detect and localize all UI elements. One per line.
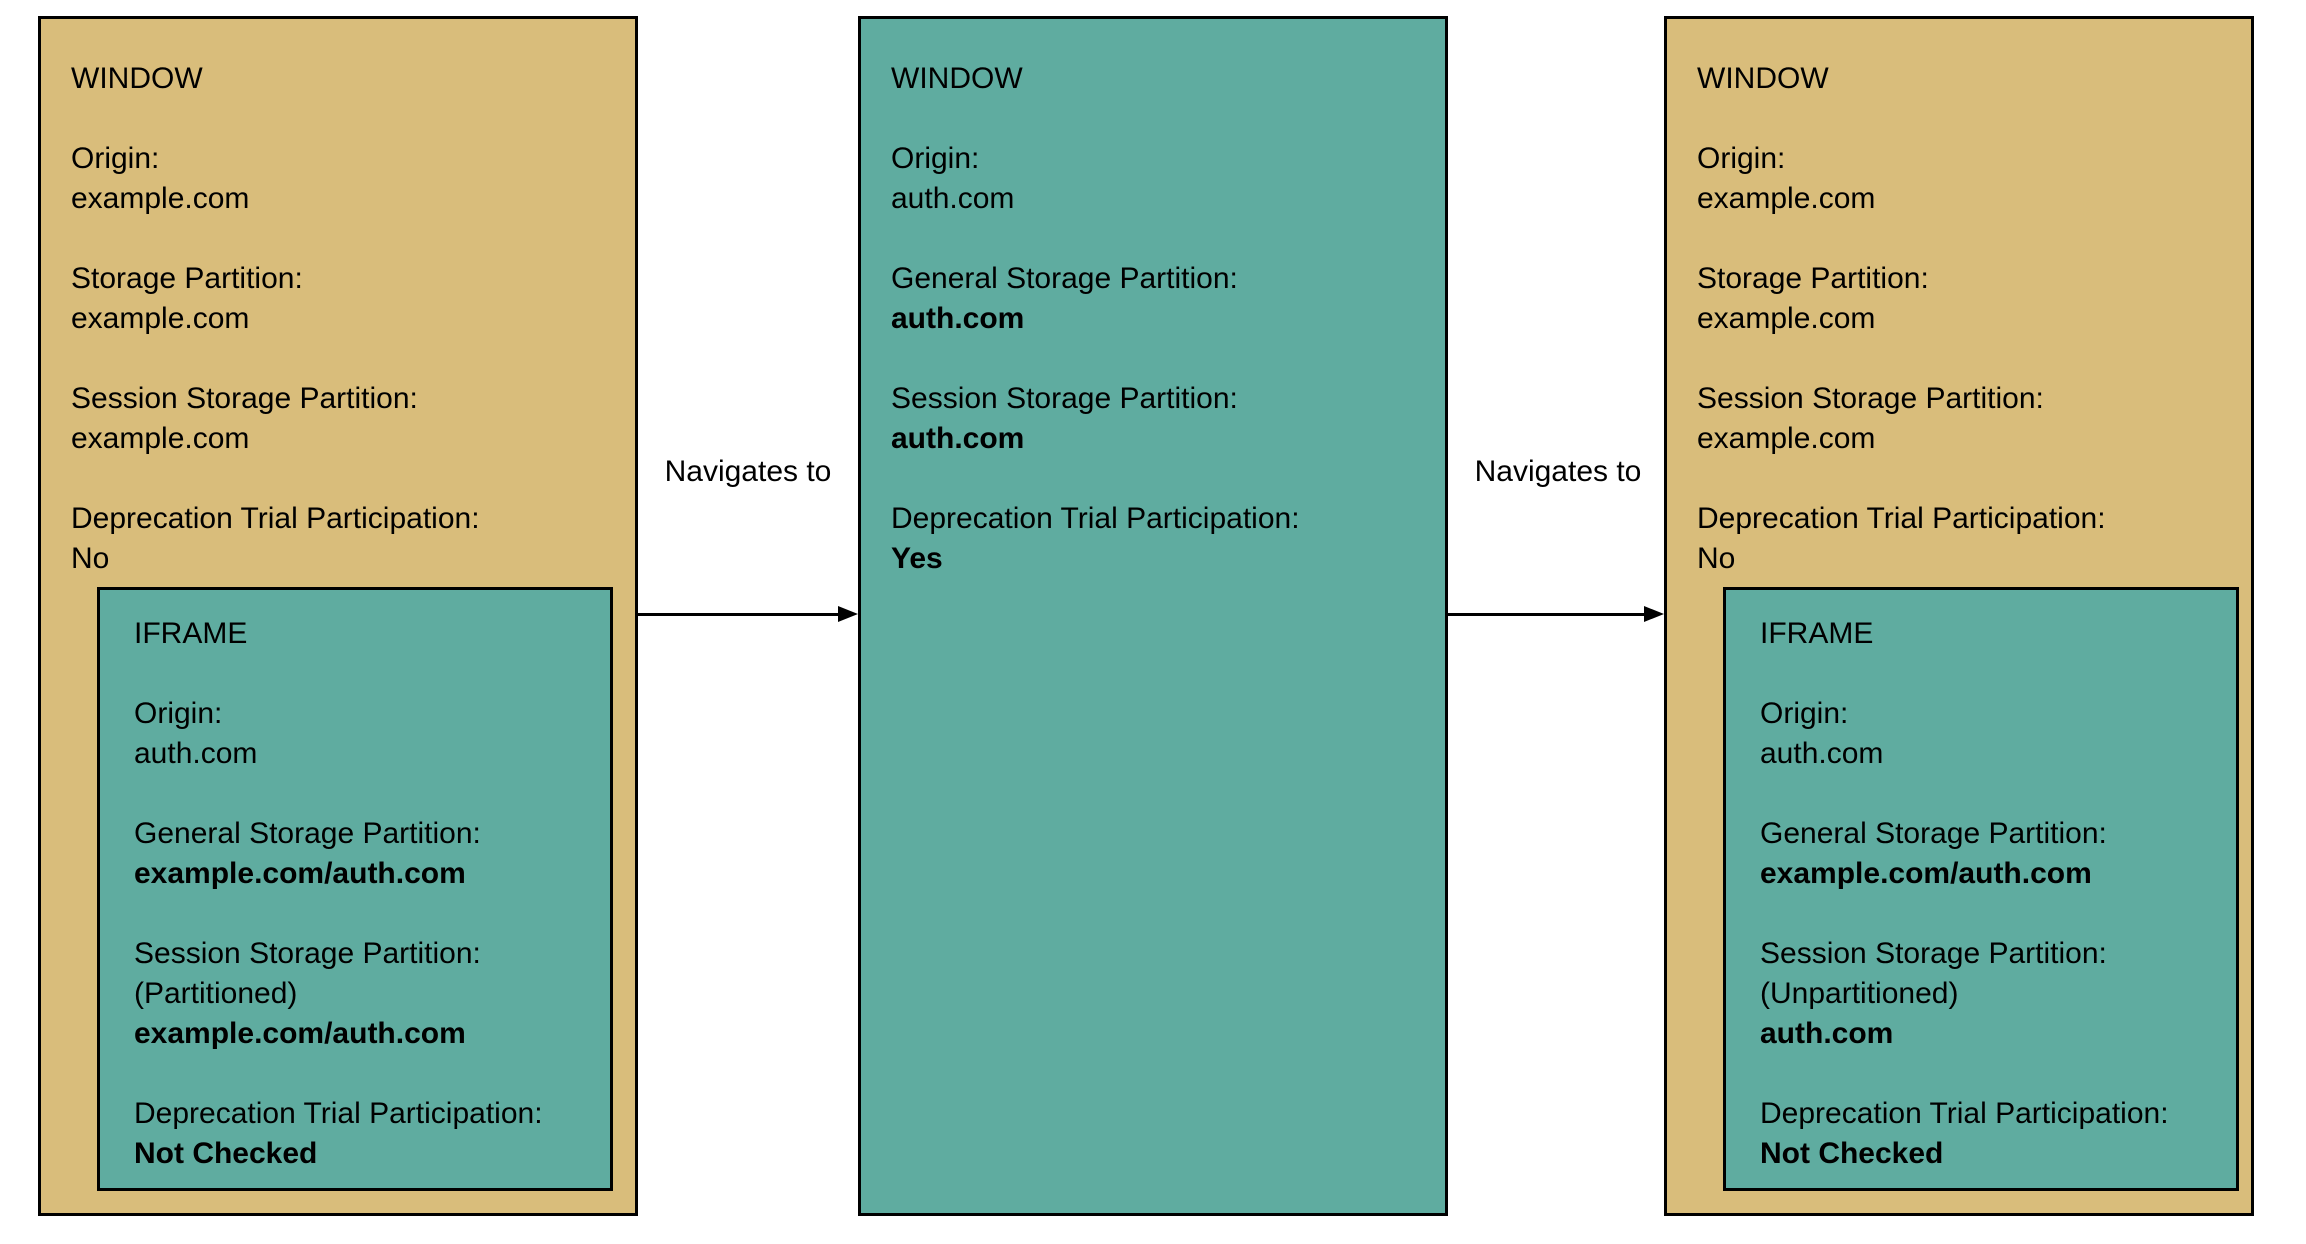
- window-box-1-title: WINDOW: [71, 62, 203, 95]
- field-value: example.com: [1697, 302, 1876, 335]
- field-label: Origin:: [71, 142, 160, 175]
- field-value: Not Checked: [1760, 1137, 1944, 1170]
- field-value: example.com: [71, 182, 250, 215]
- session-storage-partition-field: Session Storage Partition: example.com: [71, 379, 611, 459]
- field-value: No: [1697, 542, 1736, 575]
- field-value: No: [71, 542, 110, 575]
- field-value: auth.com: [891, 302, 1025, 335]
- field-value: example.com: [1697, 422, 1876, 455]
- arrow-line-1: [638, 613, 840, 616]
- field-label: Session Storage Partition:: [1697, 382, 2044, 415]
- navigates-to-label-1: Navigates to: [664, 455, 832, 488]
- field-note: (Partitioned): [134, 977, 298, 1010]
- field-value: example.com/auth.com: [134, 1017, 466, 1050]
- deprecation-trial-field: Deprecation Trial Participation: Yes: [891, 499, 1421, 579]
- window-box-2-title: WINDOW: [891, 62, 1023, 95]
- session-storage-partition-field: Session Storage Partition: example.com: [1697, 379, 2227, 459]
- field-label: Deprecation Trial Participation:: [1697, 502, 2106, 535]
- field-value: example.com: [71, 302, 250, 335]
- arrow-head-icon-2: [1644, 606, 1664, 622]
- arrow-head-icon-1: [838, 606, 858, 622]
- iframe-box-3: IFRAME Origin: auth.com General Storage …: [1723, 587, 2239, 1191]
- iframe-box-1: IFRAME Origin: auth.com General Storage …: [97, 587, 613, 1191]
- session-storage-partition-field: Session Storage Partition: (Partitioned)…: [134, 934, 594, 1054]
- field-label: Deprecation Trial Participation:: [891, 502, 1300, 535]
- field-label: Session Storage Partition:: [891, 382, 1238, 415]
- field-label: Session Storage Partition:: [1760, 937, 2107, 970]
- field-value: example.com/auth.com: [1760, 857, 2092, 890]
- field-value: example.com: [1697, 182, 1876, 215]
- origin-field: Origin: auth.com: [134, 694, 594, 774]
- field-label: General Storage Partition:: [1760, 817, 2107, 850]
- field-label: Session Storage Partition:: [71, 382, 418, 415]
- iframe-box-3-title: IFRAME: [1760, 617, 1874, 650]
- deprecation-trial-field: Deprecation Trial Participation: Not Che…: [134, 1094, 594, 1174]
- general-storage-partition-field: General Storage Partition: example.com/a…: [1760, 814, 2220, 894]
- field-value: auth.com: [891, 422, 1025, 455]
- window-box-3: WINDOW Origin: example.com Storage Parti…: [1664, 16, 2254, 1216]
- arrow-line-2: [1448, 613, 1646, 616]
- window-box-2: WINDOW Origin: auth.com General Storage …: [858, 16, 1448, 1216]
- general-storage-partition-field: General Storage Partition: example.com/a…: [134, 814, 594, 894]
- field-label: Origin:: [1697, 142, 1786, 175]
- field-label: Origin:: [134, 697, 223, 730]
- field-label: Origin:: [891, 142, 980, 175]
- field-label: Origin:: [1760, 697, 1849, 730]
- field-value: auth.com: [1760, 737, 1884, 770]
- deprecation-trial-field: Deprecation Trial Participation: No: [1697, 499, 2227, 579]
- field-label: Deprecation Trial Participation:: [134, 1097, 543, 1130]
- storage-partition-field: Storage Partition: example.com: [1697, 259, 2227, 339]
- field-label: Session Storage Partition:: [134, 937, 481, 970]
- deprecation-trial-field: Deprecation Trial Participation: No: [71, 499, 611, 579]
- window-box-1: WINDOW Origin: example.com Storage Parti…: [38, 16, 638, 1216]
- field-value: Not Checked: [134, 1137, 318, 1170]
- general-storage-partition-field: General Storage Partition: auth.com: [891, 259, 1421, 339]
- field-label: General Storage Partition:: [891, 262, 1238, 295]
- navigates-to-label-2: Navigates to: [1474, 455, 1642, 488]
- field-value: example.com: [71, 422, 250, 455]
- session-storage-partition-field: Session Storage Partition: auth.com: [891, 379, 1421, 459]
- field-label: General Storage Partition:: [134, 817, 481, 850]
- iframe-box-1-title: IFRAME: [134, 617, 248, 650]
- origin-field: Origin: auth.com: [1760, 694, 2220, 774]
- field-label: Deprecation Trial Participation:: [71, 502, 480, 535]
- deprecation-trial-field: Deprecation Trial Participation: Not Che…: [1760, 1094, 2220, 1174]
- window-box-3-title: WINDOW: [1697, 62, 1829, 95]
- field-value: auth.com: [891, 182, 1015, 215]
- session-storage-partition-field: Session Storage Partition: (Unpartitione…: [1760, 934, 2220, 1054]
- field-value: auth.com: [134, 737, 258, 770]
- field-value: example.com/auth.com: [134, 857, 466, 890]
- origin-field: Origin: example.com: [71, 139, 611, 219]
- field-value: Yes: [891, 542, 943, 575]
- field-label: Storage Partition:: [1697, 262, 1929, 295]
- origin-field: Origin: auth.com: [891, 139, 1421, 219]
- field-note: (Unpartitioned): [1760, 977, 1959, 1010]
- field-label: Storage Partition:: [71, 262, 303, 295]
- field-value: auth.com: [1760, 1017, 1894, 1050]
- origin-field: Origin: example.com: [1697, 139, 2227, 219]
- storage-partition-field: Storage Partition: example.com: [71, 259, 611, 339]
- field-label: Deprecation Trial Participation:: [1760, 1097, 2169, 1130]
